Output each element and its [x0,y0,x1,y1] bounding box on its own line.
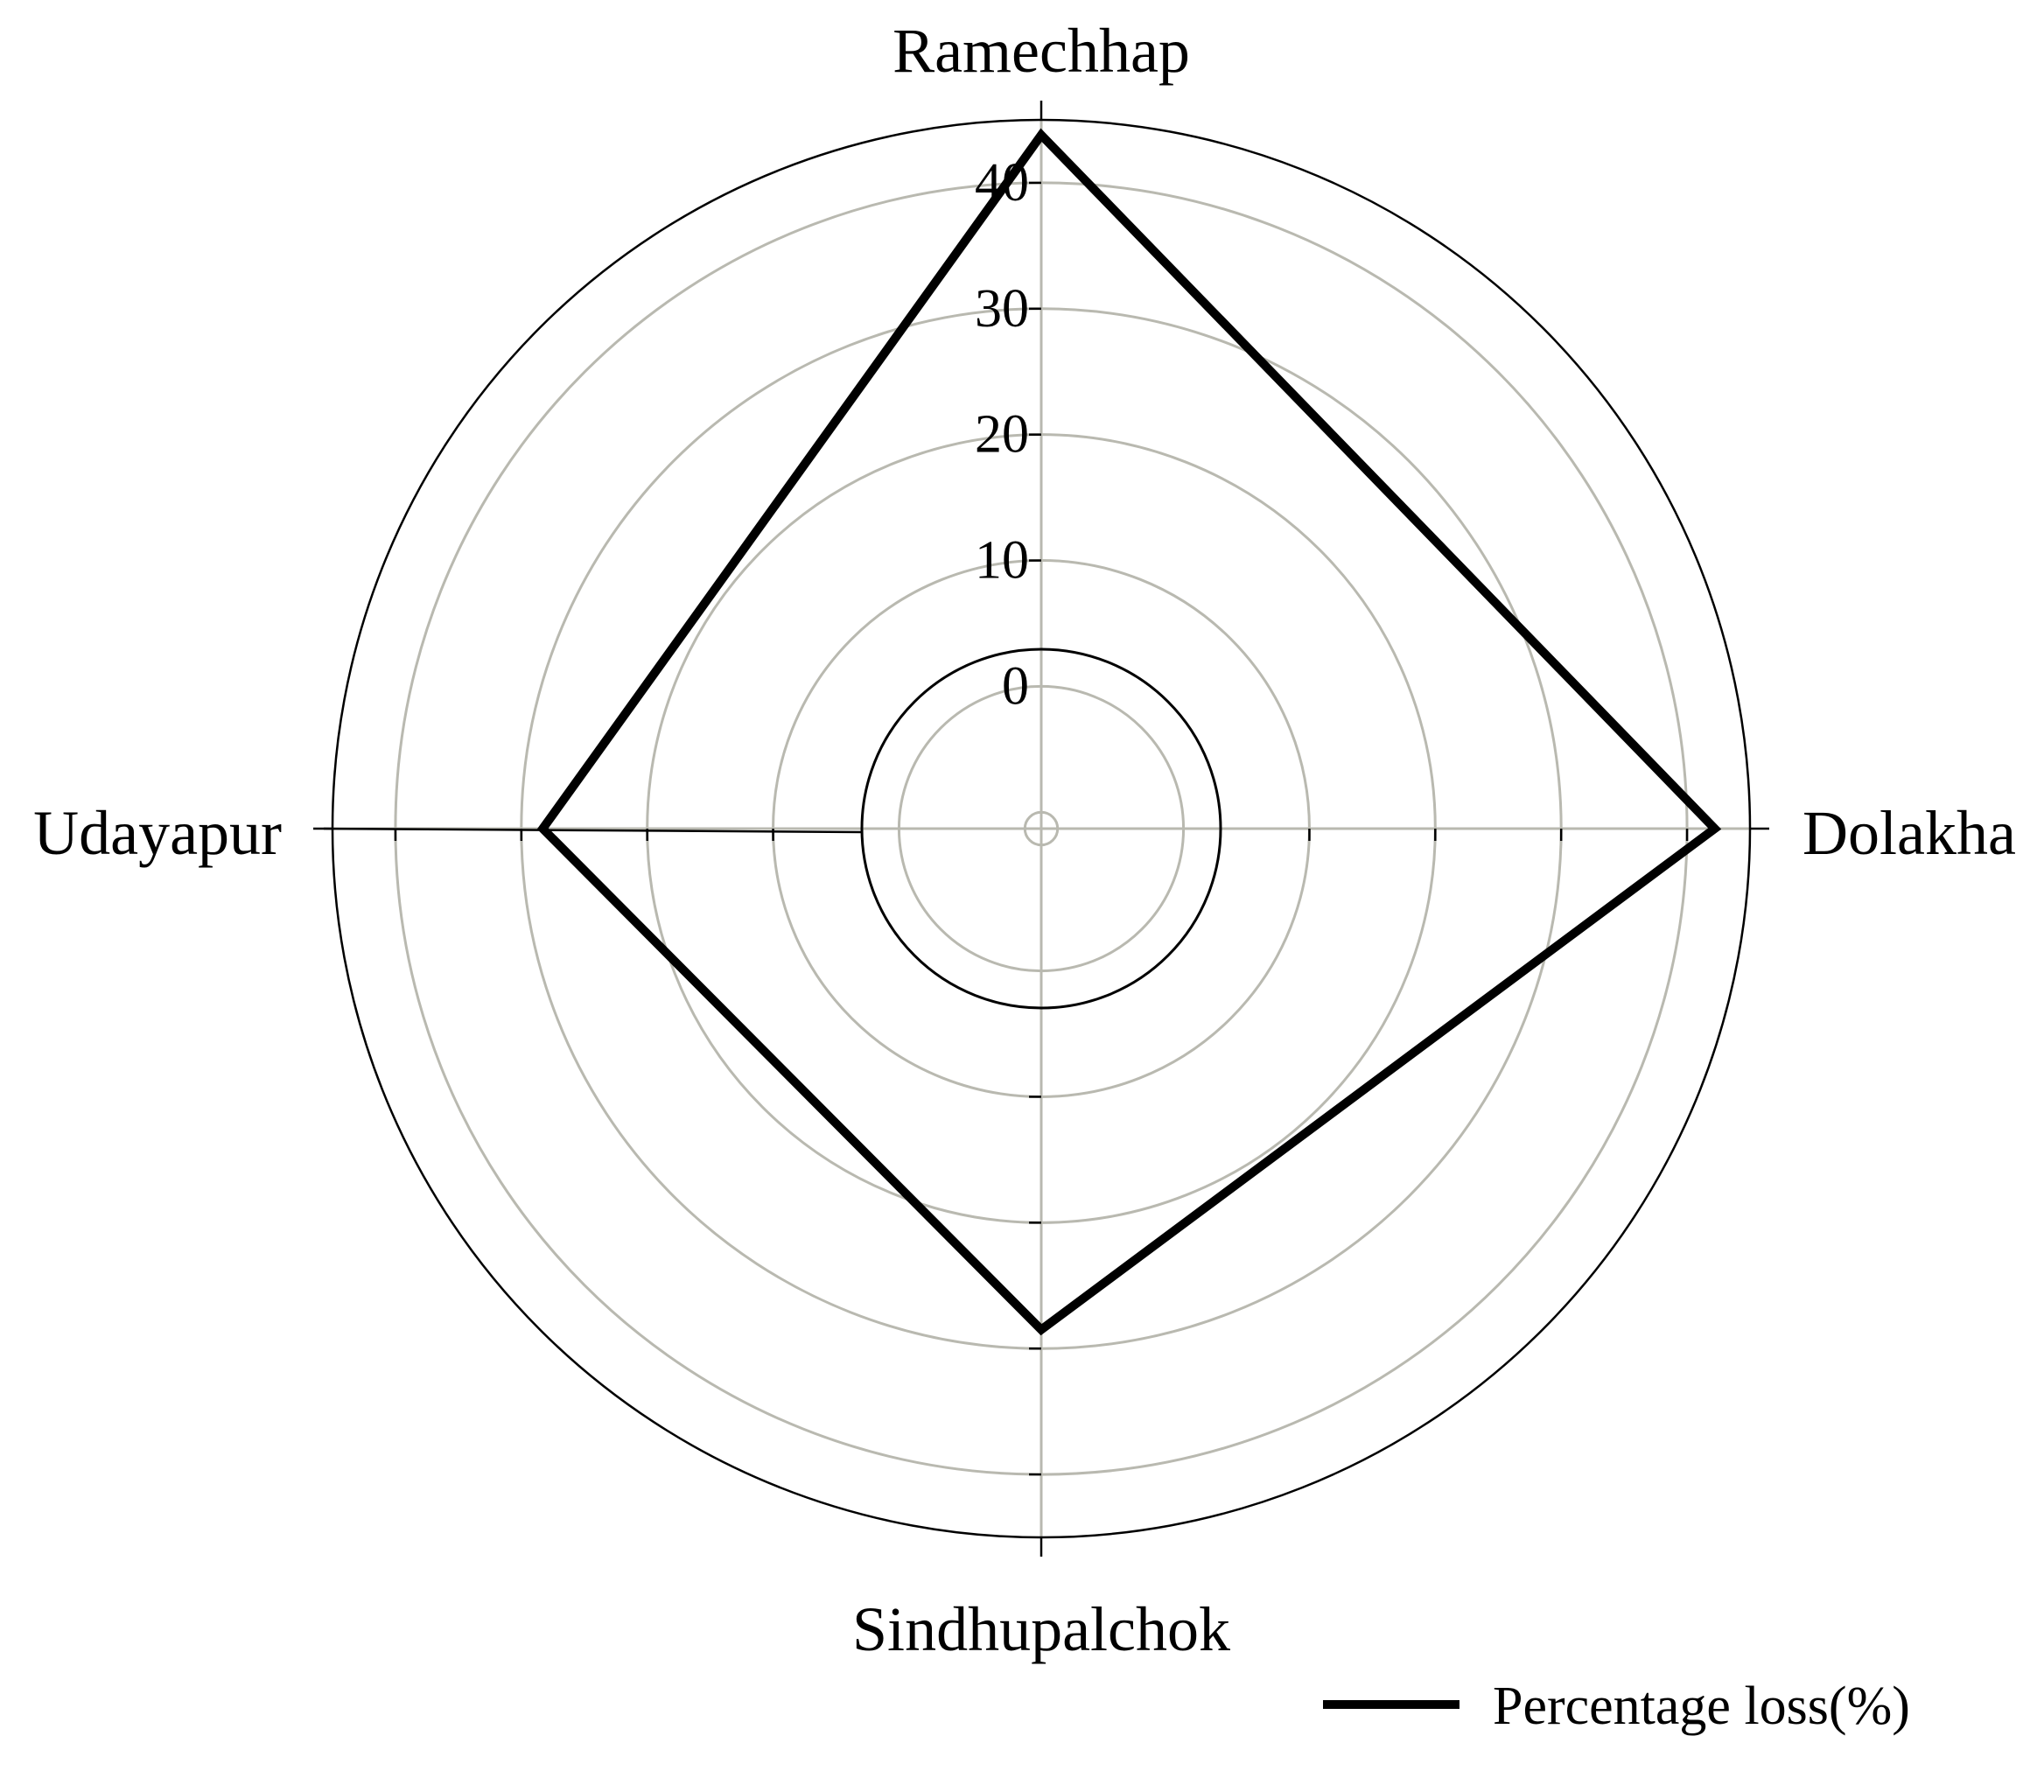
series-layer [536,128,1722,1336]
radial-tick-label-10: 10 [975,531,1029,591]
series-line-0 [536,128,1722,1336]
data-point-dolakha [1712,827,1717,830]
category-label-dolakha: Dolakha [1802,798,2016,868]
grid-ring--10 [1023,810,1060,847]
inner-boundary-ring [860,648,1222,1010]
axis-layer [313,101,1769,1557]
radial-tick-label-0: 0 [1002,656,1029,716]
category-label-sindhupalchok: Sindhupalchok [852,1594,1230,1664]
data-point-sindhupalchok [1040,1327,1043,1332]
data-point-udayapur [541,827,545,830]
radial-tick-label-20: 20 [975,405,1029,465]
radial-tick-label-40: 40 [975,153,1029,213]
radial-tick-label-30: 30 [975,279,1029,339]
legend: Percentage loss(%) [1323,1676,1910,1736]
data-point-ramechhap [1040,133,1043,137]
category-label-udayapur: Udayapur [33,798,282,868]
category-label-ramechhap: Ramechhap [892,16,1190,86]
grid-ring-0 [897,684,1186,973]
legend-label: Percentage loss(%) [1493,1676,1910,1736]
